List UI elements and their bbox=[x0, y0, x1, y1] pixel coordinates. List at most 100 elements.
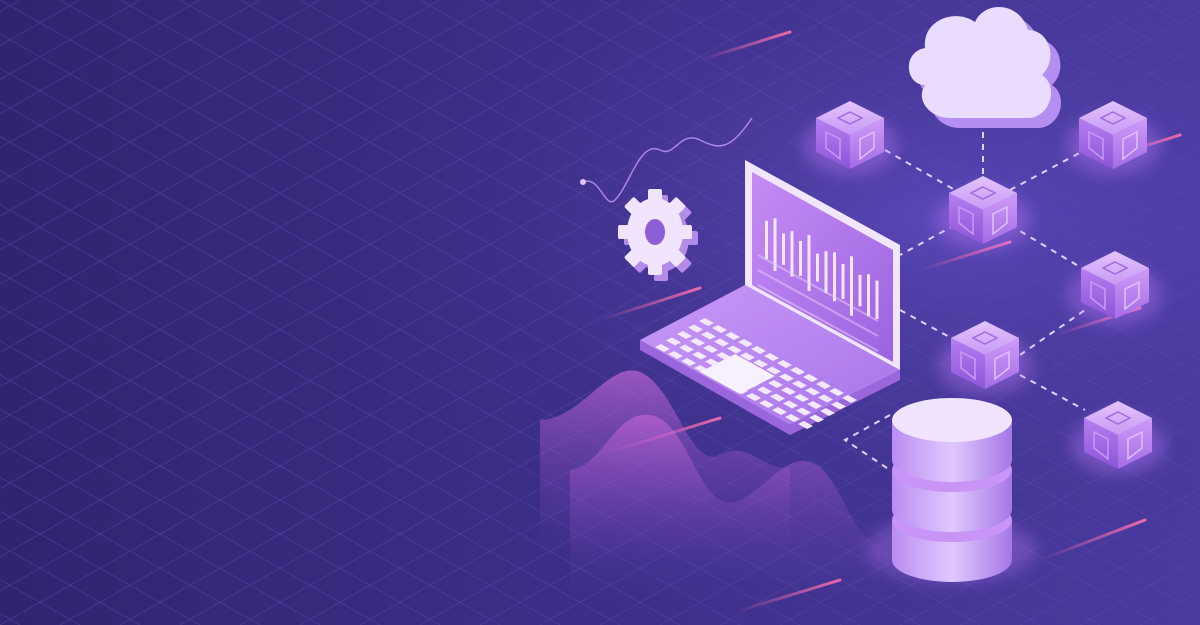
keyboard-key bbox=[842, 395, 857, 403]
cube-top-detail bbox=[969, 186, 997, 200]
grid-line bbox=[119, 0, 1200, 615]
grid-line bbox=[719, 0, 1200, 274]
connector bbox=[899, 309, 956, 341]
grid-line bbox=[0, 0, 561, 319]
keyboard-key bbox=[831, 401, 846, 410]
screen-chart-bar bbox=[782, 233, 785, 265]
cube-left-detail bbox=[825, 130, 841, 161]
keyboard-key bbox=[803, 374, 818, 382]
cube-top-face bbox=[1081, 251, 1149, 285]
grid-line bbox=[959, 0, 1200, 137]
cube-icon bbox=[937, 321, 1033, 395]
gear-tooth bbox=[667, 248, 686, 267]
cube-top-face bbox=[1079, 101, 1147, 135]
grid-line bbox=[0, 0, 441, 251]
grid-line bbox=[0, 0, 261, 149]
cube-icon bbox=[1067, 251, 1163, 325]
gear-tooth bbox=[624, 197, 643, 216]
laptop-icon bbox=[640, 160, 900, 435]
grid-line bbox=[0, 510, 201, 625]
keyboard-key bbox=[690, 338, 705, 346]
grid-line bbox=[0, 0, 801, 456]
cube-icon bbox=[935, 176, 1031, 250]
cube-right-detail bbox=[994, 350, 1010, 381]
cube-top-detail bbox=[836, 111, 864, 125]
connector bbox=[1009, 149, 1086, 191]
keyboard-key bbox=[766, 366, 781, 375]
grid-line bbox=[0, 0, 861, 490]
squiggle-line bbox=[582, 117, 753, 203]
grid-line bbox=[0, 0, 1101, 625]
grid-line bbox=[899, 453, 1200, 625]
keyboard-key bbox=[681, 358, 696, 366]
cube-left-detail bbox=[1088, 130, 1104, 161]
cube-icon bbox=[802, 101, 898, 175]
keyboard-key bbox=[703, 345, 718, 353]
database-icon bbox=[867, 398, 1037, 584]
cube-top-face bbox=[951, 321, 1019, 355]
grid-line bbox=[0, 0, 681, 387]
grid-line bbox=[839, 419, 1200, 625]
screen-text-line bbox=[757, 284, 879, 352]
gear-tooth bbox=[624, 248, 643, 267]
screen-chart-bar bbox=[833, 252, 836, 302]
keyboard-key bbox=[820, 408, 835, 416]
keyboard-key bbox=[807, 401, 822, 409]
laptop-keyboard bbox=[655, 318, 857, 429]
keyboard-key bbox=[779, 373, 794, 382]
cube-icon bbox=[1065, 101, 1161, 175]
cube-top-detail bbox=[1099, 111, 1127, 125]
keyboard-key bbox=[809, 414, 824, 423]
gear-tooth bbox=[618, 225, 632, 239]
cube-top-detail bbox=[1101, 261, 1129, 275]
grid-line bbox=[0, 0, 381, 217]
database-disk-top bbox=[892, 398, 1012, 442]
keyboard-key bbox=[712, 325, 727, 333]
keyboard-key bbox=[759, 400, 774, 408]
keyboard-key bbox=[798, 421, 813, 429]
keyboard-key bbox=[783, 400, 798, 409]
gear-tooth bbox=[648, 189, 662, 203]
squiggle-dot bbox=[580, 179, 586, 185]
keyboard-key bbox=[666, 337, 681, 346]
cube-group bbox=[802, 101, 1166, 475]
connector bbox=[884, 149, 956, 191]
keyboard-key bbox=[768, 380, 783, 388]
cloud-body bbox=[908, 7, 1052, 119]
grid-line bbox=[0, 0, 741, 422]
keyboard-key bbox=[792, 380, 807, 389]
grid-line bbox=[479, 0, 1200, 410]
grid-line bbox=[0, 33, 1041, 625]
cube-top-detail bbox=[971, 331, 999, 345]
gear-hole bbox=[645, 219, 665, 245]
keyboard-key bbox=[688, 324, 703, 333]
keyboard-key bbox=[794, 394, 809, 402]
grid-line bbox=[899, 0, 1200, 172]
keyboard-key bbox=[829, 388, 844, 396]
cube-top-face bbox=[816, 101, 884, 135]
grid-line bbox=[359, 0, 1200, 478]
screen-chart-bar bbox=[790, 231, 794, 277]
screen-chart-bar bbox=[799, 240, 802, 276]
connector bbox=[1019, 374, 1086, 411]
keyboard-key bbox=[692, 351, 707, 360]
wave-shape bbox=[540, 370, 880, 600]
light-streak bbox=[1038, 518, 1147, 562]
grid-line bbox=[0, 442, 321, 625]
keyboard-key bbox=[816, 381, 831, 389]
gear-tooth bbox=[667, 197, 686, 216]
cube-top-detail bbox=[1104, 411, 1132, 425]
keyboard-key bbox=[770, 393, 785, 402]
keyboard-key bbox=[727, 345, 742, 354]
wave-front bbox=[570, 414, 880, 600]
keyboard-key bbox=[701, 331, 716, 340]
grid-line bbox=[0, 0, 621, 353]
grid-line bbox=[0, 0, 981, 558]
cloud-icon bbox=[908, 7, 1062, 128]
keyboard-key bbox=[751, 346, 766, 354]
keyboard-key bbox=[772, 407, 787, 415]
screen-chart-bar bbox=[807, 235, 811, 291]
grid-line bbox=[0, 374, 441, 625]
